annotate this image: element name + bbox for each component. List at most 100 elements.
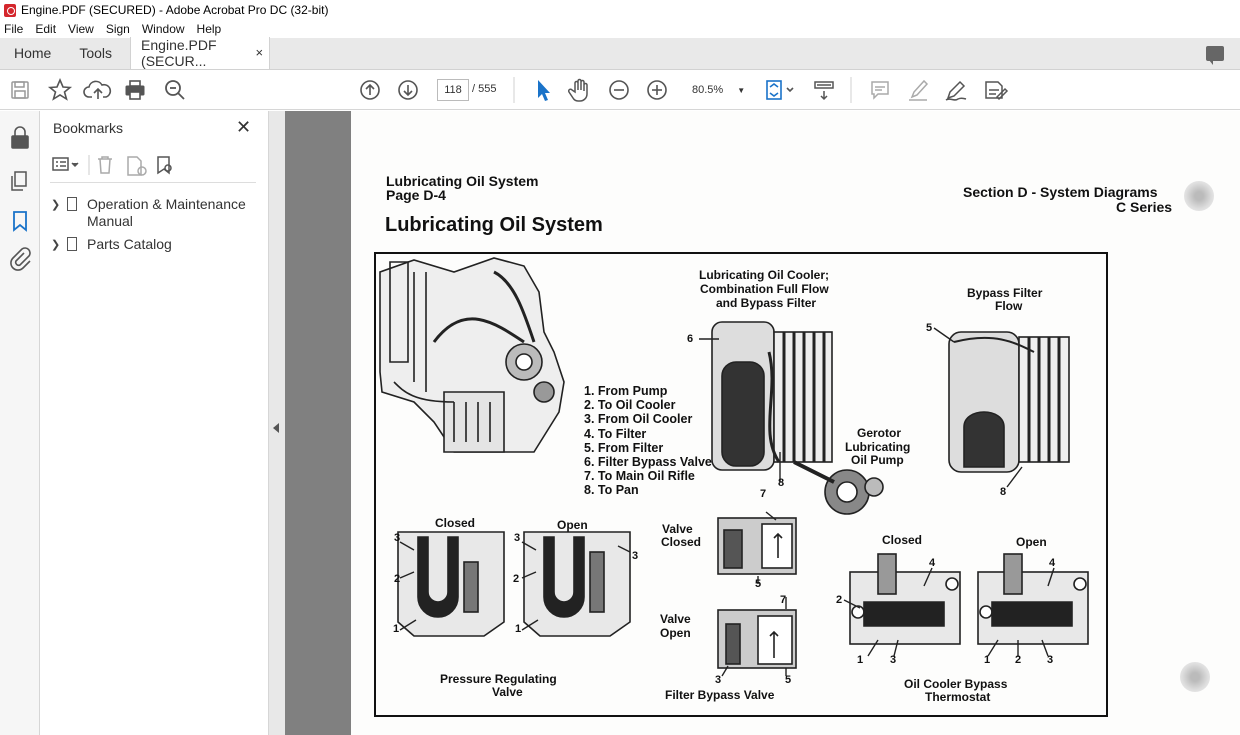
bookmark-search-icon[interactable] [158,157,171,173]
callout-number: 3 [632,550,638,562]
bypass-title-2: Flow [995,299,1022,313]
lock-icon[interactable] [12,127,28,148]
bookmark-item-operation[interactable]: ❯ Operation & Maintenance Manual [51,196,247,230]
prv-caption-2: Valve [492,685,523,699]
series-label: C Series [1116,199,1172,215]
delete-icon[interactable] [98,157,112,173]
next-page-icon[interactable] [399,81,417,99]
callout-number: 3 [1047,654,1053,666]
select-arrow-icon[interactable] [538,80,550,101]
left-rail [0,111,40,735]
callout-number: 3 [715,674,721,686]
save-icon[interactable] [12,82,28,98]
callout-number: 8 [1000,486,1006,498]
zoom-in-icon[interactable] [648,81,666,99]
valve-closed-label-2: Closed [661,535,701,549]
tab-tools[interactable]: Tools [65,37,126,69]
previous-page-icon[interactable] [361,81,379,99]
valve-open-label-1: Valve [660,612,691,626]
legend-item: 8. To Pan [584,483,712,497]
callout-number: 8 [778,477,784,489]
tab-home[interactable]: Home [0,37,65,69]
filter-bypass-valve-drawing [718,518,796,668]
menu-file[interactable]: File [4,22,23,36]
comment-bubble-icon[interactable] [1206,46,1224,61]
zoom-search-icon[interactable] [166,81,184,99]
valve-closed-label-1: Valve [662,522,693,536]
rail-icons [0,111,40,291]
toolbar-icons [0,70,1240,110]
star-icon[interactable] [50,80,70,99]
page-number-input[interactable]: 118 [437,79,469,101]
page-number-label: Page D-4 [386,187,446,203]
bookmark-item-parts[interactable]: ❯ Parts Catalog [51,236,247,253]
callout-number: 2 [1015,654,1021,666]
menu-edit[interactable]: Edit [35,22,56,36]
callout-number: 2 [513,573,519,585]
callout-number: 1 [984,654,990,666]
prv-caption-1: Pressure Regulating [440,672,557,686]
prv-open-label: Open [557,518,588,532]
bookmark-flag-icon [67,237,77,251]
window-title: Engine.PDF (SECURED) - Adobe Acrobat Pro… [21,3,328,17]
tab-document[interactable]: Engine.PDF (SECUR... × [130,37,270,69]
options-menu-icon[interactable] [53,158,78,170]
upload-cloud-icon[interactable] [84,81,110,99]
callout-number: 2 [394,573,400,585]
pages-icon[interactable] [12,172,26,190]
new-bookmark-icon[interactable] [128,157,146,175]
bookmark-icon[interactable] [14,212,26,230]
callout-number: 4 [1049,557,1055,569]
bookmark-flag-icon [67,197,77,211]
menu-window[interactable]: Window [142,22,185,36]
attachment-icon[interactable] [11,248,30,270]
collapse-arrow-icon [273,423,279,433]
menu-sign[interactable]: Sign [106,22,130,36]
sign-icon[interactable] [946,82,966,100]
bookmarks-panel: Bookmarks ✕ ❯ Operation & Maintenance Ma… [40,111,269,735]
hand-tool-icon[interactable] [569,80,587,102]
title-bar: Engine.PDF (SECURED) - Adobe Acrobat Pro… [0,0,1240,20]
cooler-title-3: and Bypass Filter [716,296,816,310]
callout-number: 1 [393,623,399,635]
scroll-mode-icon[interactable] [815,82,833,99]
menu-view[interactable]: View [68,22,94,36]
engine-block-drawing [380,258,564,452]
chevron-right-icon[interactable]: ❯ [51,238,63,251]
legend-item: 6. Filter Bypass Valve [584,455,712,469]
legend-item: 5. From Filter [584,441,712,455]
panel-collapse-handle[interactable] [269,111,285,735]
cooler-title-2: Combination Full Flow [700,282,829,296]
callout-number: 3 [514,532,520,544]
callout-number: 5 [755,578,761,590]
print-icon[interactable] [126,81,144,99]
hole-punch-mark [1180,662,1210,692]
fit-page-icon[interactable] [767,81,793,99]
cooler-title-1: Lubricating Oil Cooler; [699,268,829,282]
legend-item: 2. To Oil Cooler [584,398,712,412]
bookmarks-title: Bookmarks [53,120,123,136]
thermostat-open-label: Open [1016,535,1047,549]
tab-close-icon[interactable]: × [255,45,263,60]
legend-item: 1. From Pump [584,384,712,398]
zoom-select[interactable]: 80.5% ▼ [686,79,748,101]
callout-number: 1 [515,623,521,635]
highlight-pen-icon[interactable] [909,81,927,100]
close-icon[interactable]: ✕ [236,117,251,138]
callout-number: 7 [760,488,766,500]
zoom-out-icon[interactable] [610,81,628,99]
legend-item: 3. From Oil Cooler [584,412,712,426]
callout-number: 3 [890,654,896,666]
callout-number: 4 [929,557,935,569]
chevron-right-icon[interactable]: ❯ [51,198,63,211]
bookmark-label: Parts Catalog [87,236,247,253]
bypass-title-1: Bypass Filter [967,286,1042,300]
oil-cooler-filter-drawing [712,322,883,514]
valve-open-label-2: Open [660,626,691,640]
menu-bar: File Edit View Sign Window Help [0,20,1240,38]
thermostat-closed-label: Closed [882,533,922,547]
more-tools-icon[interactable] [986,82,1007,99]
comment-icon[interactable] [872,82,888,98]
menu-help[interactable]: Help [197,22,222,36]
ocbt-caption-2: Thermostat [925,690,990,704]
